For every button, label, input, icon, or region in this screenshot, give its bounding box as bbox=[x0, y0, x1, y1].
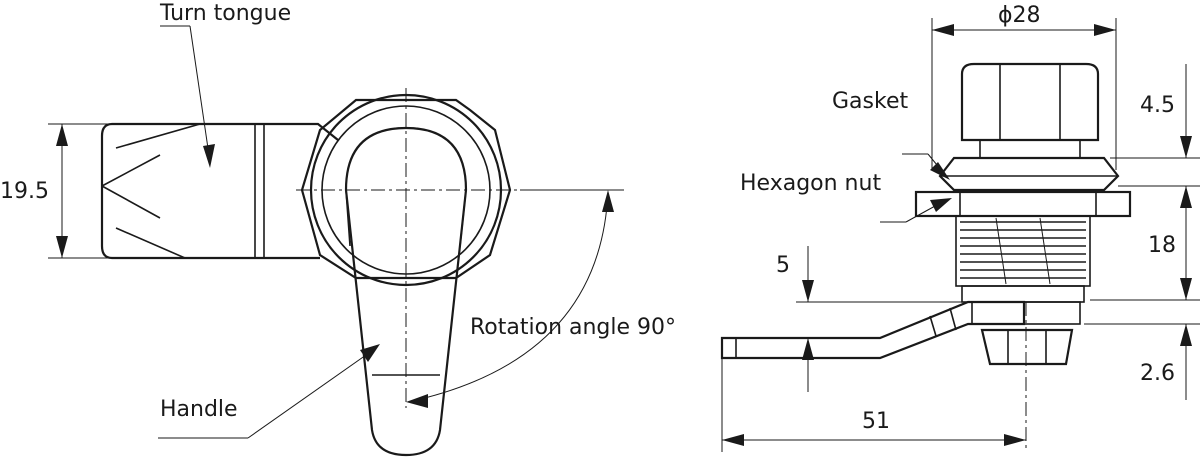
dim-label-18: 18 bbox=[1148, 233, 1176, 258]
thread-lines bbox=[960, 217, 1086, 285]
rotation-arc bbox=[407, 191, 609, 403]
dimension-19-5 bbox=[48, 123, 112, 259]
hex-nut-shape bbox=[914, 190, 1132, 218]
dim-label-4-5: 4.5 bbox=[1140, 93, 1175, 118]
tongue-bend-2 bbox=[949, 307, 957, 331]
dimension-right bbox=[1084, 64, 1200, 400]
gasket-shape bbox=[938, 156, 1120, 192]
key-head-edges bbox=[999, 64, 1061, 140]
bottom-nut bbox=[980, 328, 1074, 366]
rotation-arrowhead-top bbox=[602, 190, 614, 212]
dimension-5 bbox=[796, 246, 968, 392]
tongue-bend bbox=[929, 315, 937, 337]
handle-shape bbox=[344, 126, 468, 457]
bottom-nut-edges bbox=[1007, 330, 1047, 364]
dim-label-phi28: ϕ28 bbox=[998, 3, 1041, 28]
body-collar bbox=[961, 285, 1085, 303]
label-handle: Handle bbox=[160, 397, 238, 422]
label-turn-tongue: Turn tongue bbox=[159, 1, 291, 26]
tongue-profile bbox=[720, 300, 1026, 360]
label-hexagon-nut: Hexagon nut bbox=[740, 171, 881, 196]
leader-hexagon-nut bbox=[880, 198, 952, 223]
front-view: 19.5 Turn tongue Handle Rotation angle 9… bbox=[0, 1, 676, 457]
dim-label-19-5: 19.5 bbox=[0, 179, 49, 204]
rotation-arrowhead-bottom bbox=[406, 394, 428, 408]
threaded-body bbox=[955, 215, 1091, 287]
dim-label-2-6: 2.6 bbox=[1140, 361, 1175, 386]
label-gasket: Gasket bbox=[832, 89, 908, 114]
key-neck bbox=[979, 140, 1081, 159]
leader-handle bbox=[158, 344, 380, 439]
key-head bbox=[960, 62, 1100, 142]
turn-tongue-plate bbox=[100, 122, 339, 260]
leader-turn-tongue bbox=[160, 25, 215, 168]
leader-gasket bbox=[902, 153, 950, 180]
dim-label-51: 51 bbox=[862, 409, 890, 434]
dimension-51 bbox=[721, 358, 1026, 452]
dimension-phi28 bbox=[931, 18, 1117, 170]
label-rotation-angle: Rotation angle 90° bbox=[470, 315, 676, 340]
dim-label-5: 5 bbox=[776, 253, 790, 278]
side-view: ϕ28 4.5 18 2.6 5 bbox=[720, 3, 1200, 452]
